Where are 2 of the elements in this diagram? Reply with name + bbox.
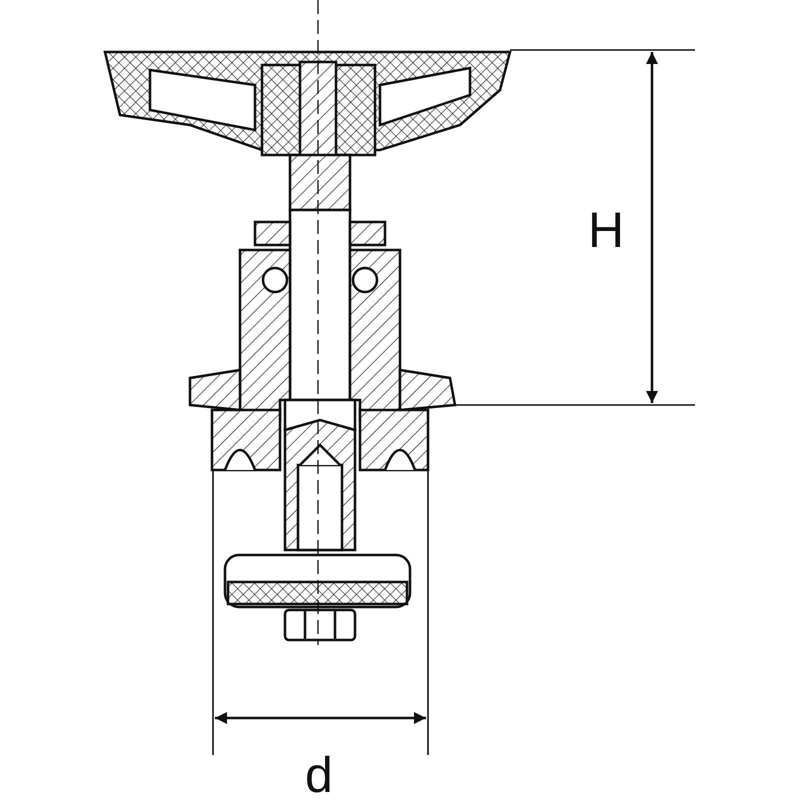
dimension-label: H (588, 205, 624, 255)
dimension-label: d (305, 750, 333, 800)
